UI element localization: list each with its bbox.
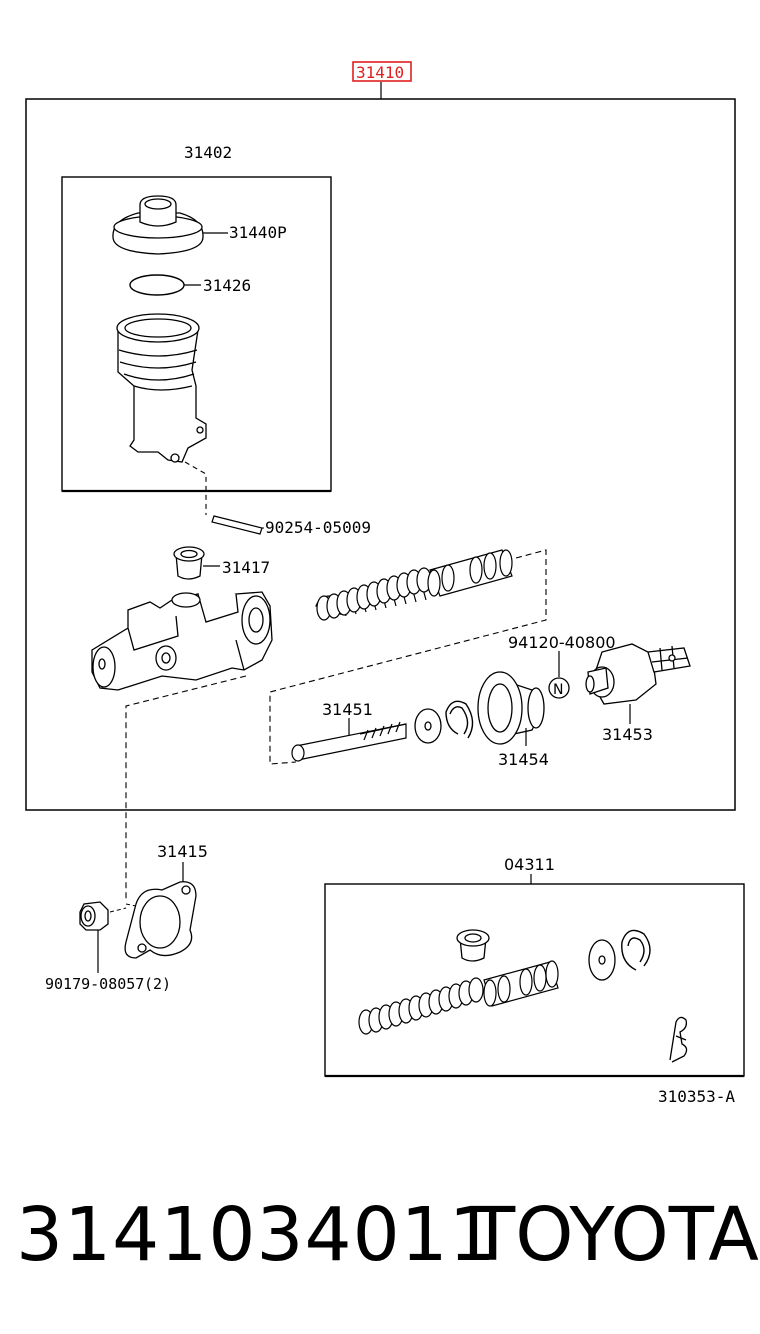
gasket-part (129, 274, 185, 296)
snap-ring-part (445, 700, 474, 739)
label-cover[interactable]: 31415 (157, 842, 208, 861)
reservoir-body-part (116, 313, 207, 463)
illustration-code: 310353-A (658, 1087, 735, 1106)
kit-grommet-part (456, 929, 490, 962)
label-nut-spec[interactable]: 94120-40800 (508, 633, 616, 652)
nut-part (79, 901, 109, 931)
assembly-highlight-box[interactable] (352, 61, 412, 82)
kit-piston-spring-part (358, 960, 559, 1035)
piston-spring-part (315, 549, 513, 621)
label-nut-qty: (2) (144, 975, 171, 993)
boot-part (477, 671, 545, 745)
label-grommet[interactable]: 31417 (222, 558, 270, 577)
label-reservoir-set[interactable]: 31402 (184, 143, 232, 162)
assembly-frame (25, 98, 736, 811)
label-repair-kit[interactable]: 04311 (504, 855, 555, 874)
kit-washer-part (588, 939, 616, 981)
footer: 3141034011 TOYOTA (0, 1190, 760, 1280)
brand-name: TOYOTA (470, 1192, 759, 1278)
washer-part (414, 708, 442, 744)
label-clevis[interactable]: 31453 (602, 725, 653, 744)
clevis-part (585, 643, 691, 705)
pin-part (211, 515, 263, 535)
nut-symbol-circle (548, 677, 570, 699)
label-gasket[interactable]: 31426 (203, 276, 251, 295)
label-cap[interactable]: 31440P (229, 223, 287, 242)
label-pin[interactable]: 90254-05009 (265, 518, 371, 537)
nut-symbol: N (553, 682, 563, 698)
label-boot[interactable]: 31454 (498, 750, 549, 769)
label-assembly[interactable]: 31410 (356, 63, 404, 82)
grommet-part (173, 546, 205, 580)
kit-snap-ring-part (621, 929, 651, 971)
reservoir-cap-part (112, 195, 204, 255)
label-push-rod[interactable]: 31451 (322, 700, 373, 719)
push-rod-part (291, 721, 407, 762)
part-number: 3141034011 (16, 1192, 497, 1278)
kit-clip-part (669, 1016, 688, 1063)
label-nut[interactable]: 90179-08057 (45, 975, 144, 993)
cover-part (124, 881, 197, 959)
cylinder-body-part (91, 591, 273, 691)
